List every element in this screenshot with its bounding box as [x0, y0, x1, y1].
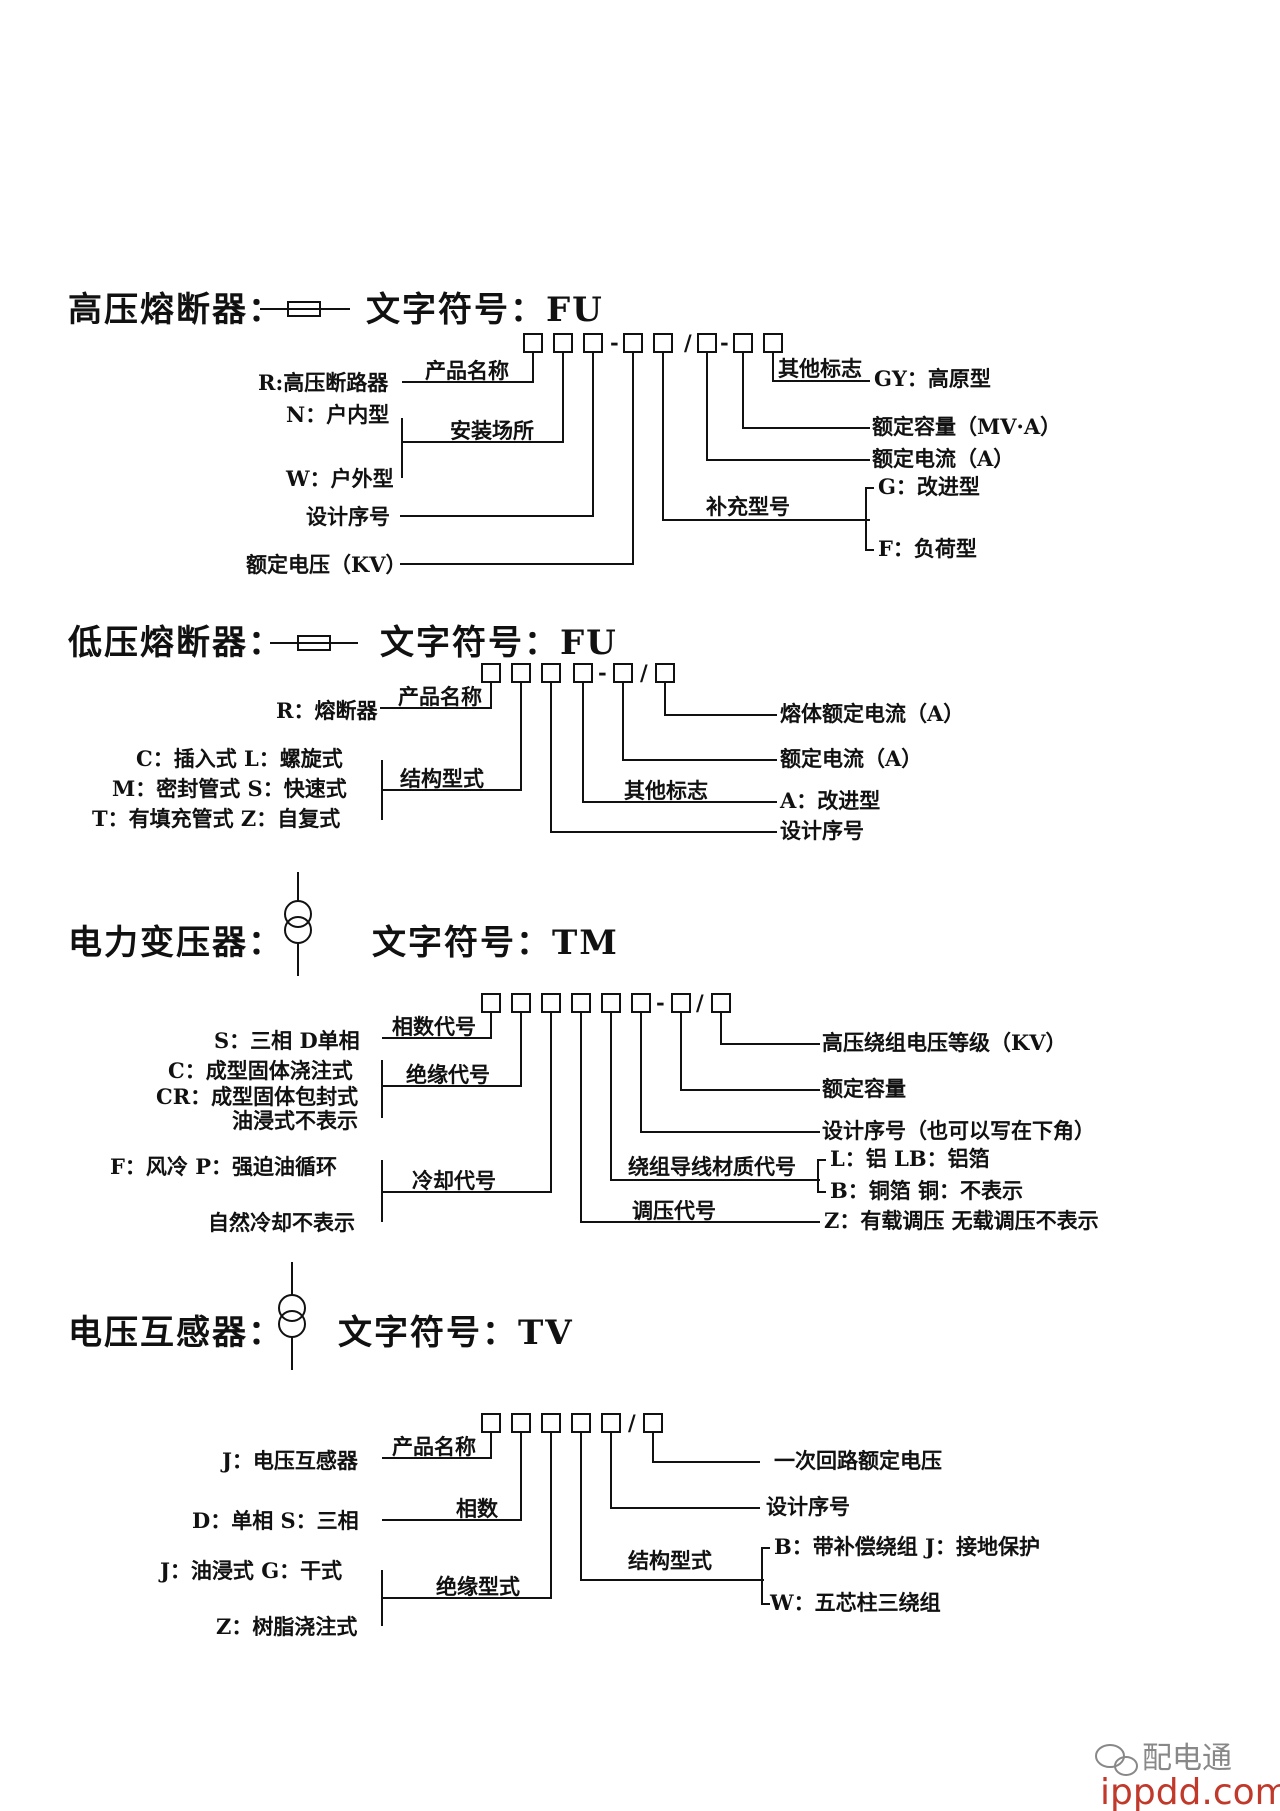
tm-design-no: 设计序号（也可以写在下角）: [822, 1118, 1095, 1143]
vt-design-no: 设计序号: [766, 1494, 850, 1519]
vt-title: 电压互感器：: [68, 1313, 284, 1353]
lv-structure: 结构型式: [400, 766, 484, 791]
tm-regulation-code: 调压代号: [632, 1198, 716, 1223]
vt-symbol-icon: [278, 1262, 306, 1370]
vt-j-g: J：油浸式 G：干式: [158, 1558, 342, 1583]
tm-cr-cast: CR：成型固体包封式: [156, 1084, 358, 1109]
hv-design-no: 设计序号: [306, 504, 390, 529]
tm-c-cast: C：成型固体浇注式: [168, 1058, 353, 1083]
hv-n: N：户内型: [286, 402, 389, 427]
hv-code-caption: 文字符号：FU: [366, 290, 604, 330]
vt-section: [278, 1262, 770, 1626]
vt-sep-1: /: [628, 1410, 636, 1435]
transformer-symbol-icon: [284, 872, 312, 976]
lv-m-s: M：密封管式 S：快速式: [112, 776, 347, 801]
tm-cooling-code: 冷却代号: [412, 1168, 496, 1193]
tm-sep-1: -: [656, 990, 665, 1015]
fuse-symbol-icon: [270, 635, 358, 651]
tm-z-on-load: Z：有载调压 无载调压不表示: [824, 1208, 1099, 1233]
hv-install-site: 安装场所: [450, 418, 534, 443]
lv-t-z: T：有填充管式 Z：自复式: [92, 806, 340, 831]
hv-g-improved: G：改进型: [878, 474, 980, 499]
hv-other-mark: 其他标志: [778, 356, 862, 381]
hv-rated-current: 额定电流（A）: [872, 446, 1014, 471]
vt-primary-voltage: 一次回路额定电压: [774, 1448, 942, 1473]
watermark-site: ippdd.com: [1100, 1772, 1280, 1811]
vt-insulation-type: 绝缘型式: [436, 1574, 520, 1599]
hv-title: 高压熔断器：: [68, 290, 284, 330]
lv-sep-2: /: [640, 660, 648, 685]
tm-code-caption: 文字符号：TM: [372, 923, 619, 963]
vt-structure: 结构型式: [628, 1548, 712, 1573]
lv-title: 低压熔断器：: [68, 623, 284, 663]
vt-z-resin: Z：树脂浇注式: [216, 1614, 357, 1639]
lv-rated-current: 额定电流（A）: [780, 746, 922, 771]
vt-phase: 相数: [456, 1496, 499, 1521]
tm-rated-capacity: 额定容量: [822, 1076, 906, 1101]
tm-l-lb: L：铝 LB：铝箔: [830, 1146, 990, 1171]
lv-r: R：熔断器: [276, 698, 378, 723]
lv-product-name: 产品名称: [398, 684, 482, 709]
hv-product-name: 产品名称: [425, 358, 509, 383]
lv-code-caption: 文字符号：FU: [380, 623, 618, 663]
fuse-symbol-icon: [260, 301, 350, 317]
tm-phase-code: 相数代号: [392, 1014, 476, 1039]
lv-design-no: 设计序号: [780, 818, 864, 843]
vt-product-name: 产品名称: [392, 1434, 476, 1459]
lv-sep-1: -: [598, 660, 607, 685]
lv-fuse-section: [270, 635, 777, 833]
hv-sep-3: /: [684, 330, 692, 355]
transformer-section: [284, 872, 826, 1223]
tm-insulation-code: 绝缘代号: [406, 1062, 490, 1087]
tm-b-cu: B：铜箔 铜：不表示: [830, 1178, 1023, 1203]
vt-b-comp: B：带补偿绕组 J：接地保护: [774, 1534, 1040, 1559]
lv-a-improved: A：改进型: [779, 788, 880, 813]
lv-c-l: C：插入式 L：螺旋式: [136, 746, 343, 771]
tm-s-d: S：三相 D单相: [214, 1028, 360, 1053]
vt-d-s: D：单相 S：三相: [192, 1508, 359, 1533]
vt-w-five: W：五芯柱三绕组: [769, 1590, 941, 1615]
hv-sep-4: -: [720, 330, 729, 355]
hv-supplement: 补充型号: [705, 494, 790, 519]
vt-code-caption: 文字符号：TV: [338, 1313, 574, 1353]
tm-oil-none: 油浸式不表示: [232, 1108, 358, 1133]
hv-f-load: F：负荷型: [878, 536, 977, 561]
watermark-account: 配电通: [1142, 1741, 1232, 1776]
vt-j-vt: J：电压互感器: [220, 1448, 359, 1473]
tm-winding-material: 绕组导线材质代号: [628, 1154, 796, 1179]
tm-natural: 自然冷却不表示: [208, 1210, 355, 1235]
lv-fuse-rated-current: 熔体额定电流（A）: [780, 701, 964, 726]
hv-sep-1: -: [610, 330, 619, 355]
hv-r: R:高压断路器: [258, 370, 389, 395]
tm-sep-2: /: [696, 990, 704, 1015]
tm-title: 电力变压器：: [68, 923, 284, 963]
tm-f-p: F：风冷 P：强迫油循环: [110, 1154, 337, 1179]
lv-other-mark: 其他标志: [624, 778, 708, 803]
hv-model-boxes: [523, 333, 783, 353]
tm-hv-level: 高压绕组电压等级（KV）: [822, 1030, 1067, 1055]
tm-model-boxes: [481, 993, 731, 1013]
hv-gy: GY：高原型: [874, 366, 991, 391]
wechat-icon: [1095, 1744, 1138, 1776]
hv-w: W：户外型: [285, 466, 394, 491]
hv-fuse-section: [260, 301, 874, 565]
hv-rated-voltage: 额定电压（KV）: [246, 552, 407, 577]
hv-rated-capacity: 额定容量（MV·A）: [872, 414, 1061, 439]
